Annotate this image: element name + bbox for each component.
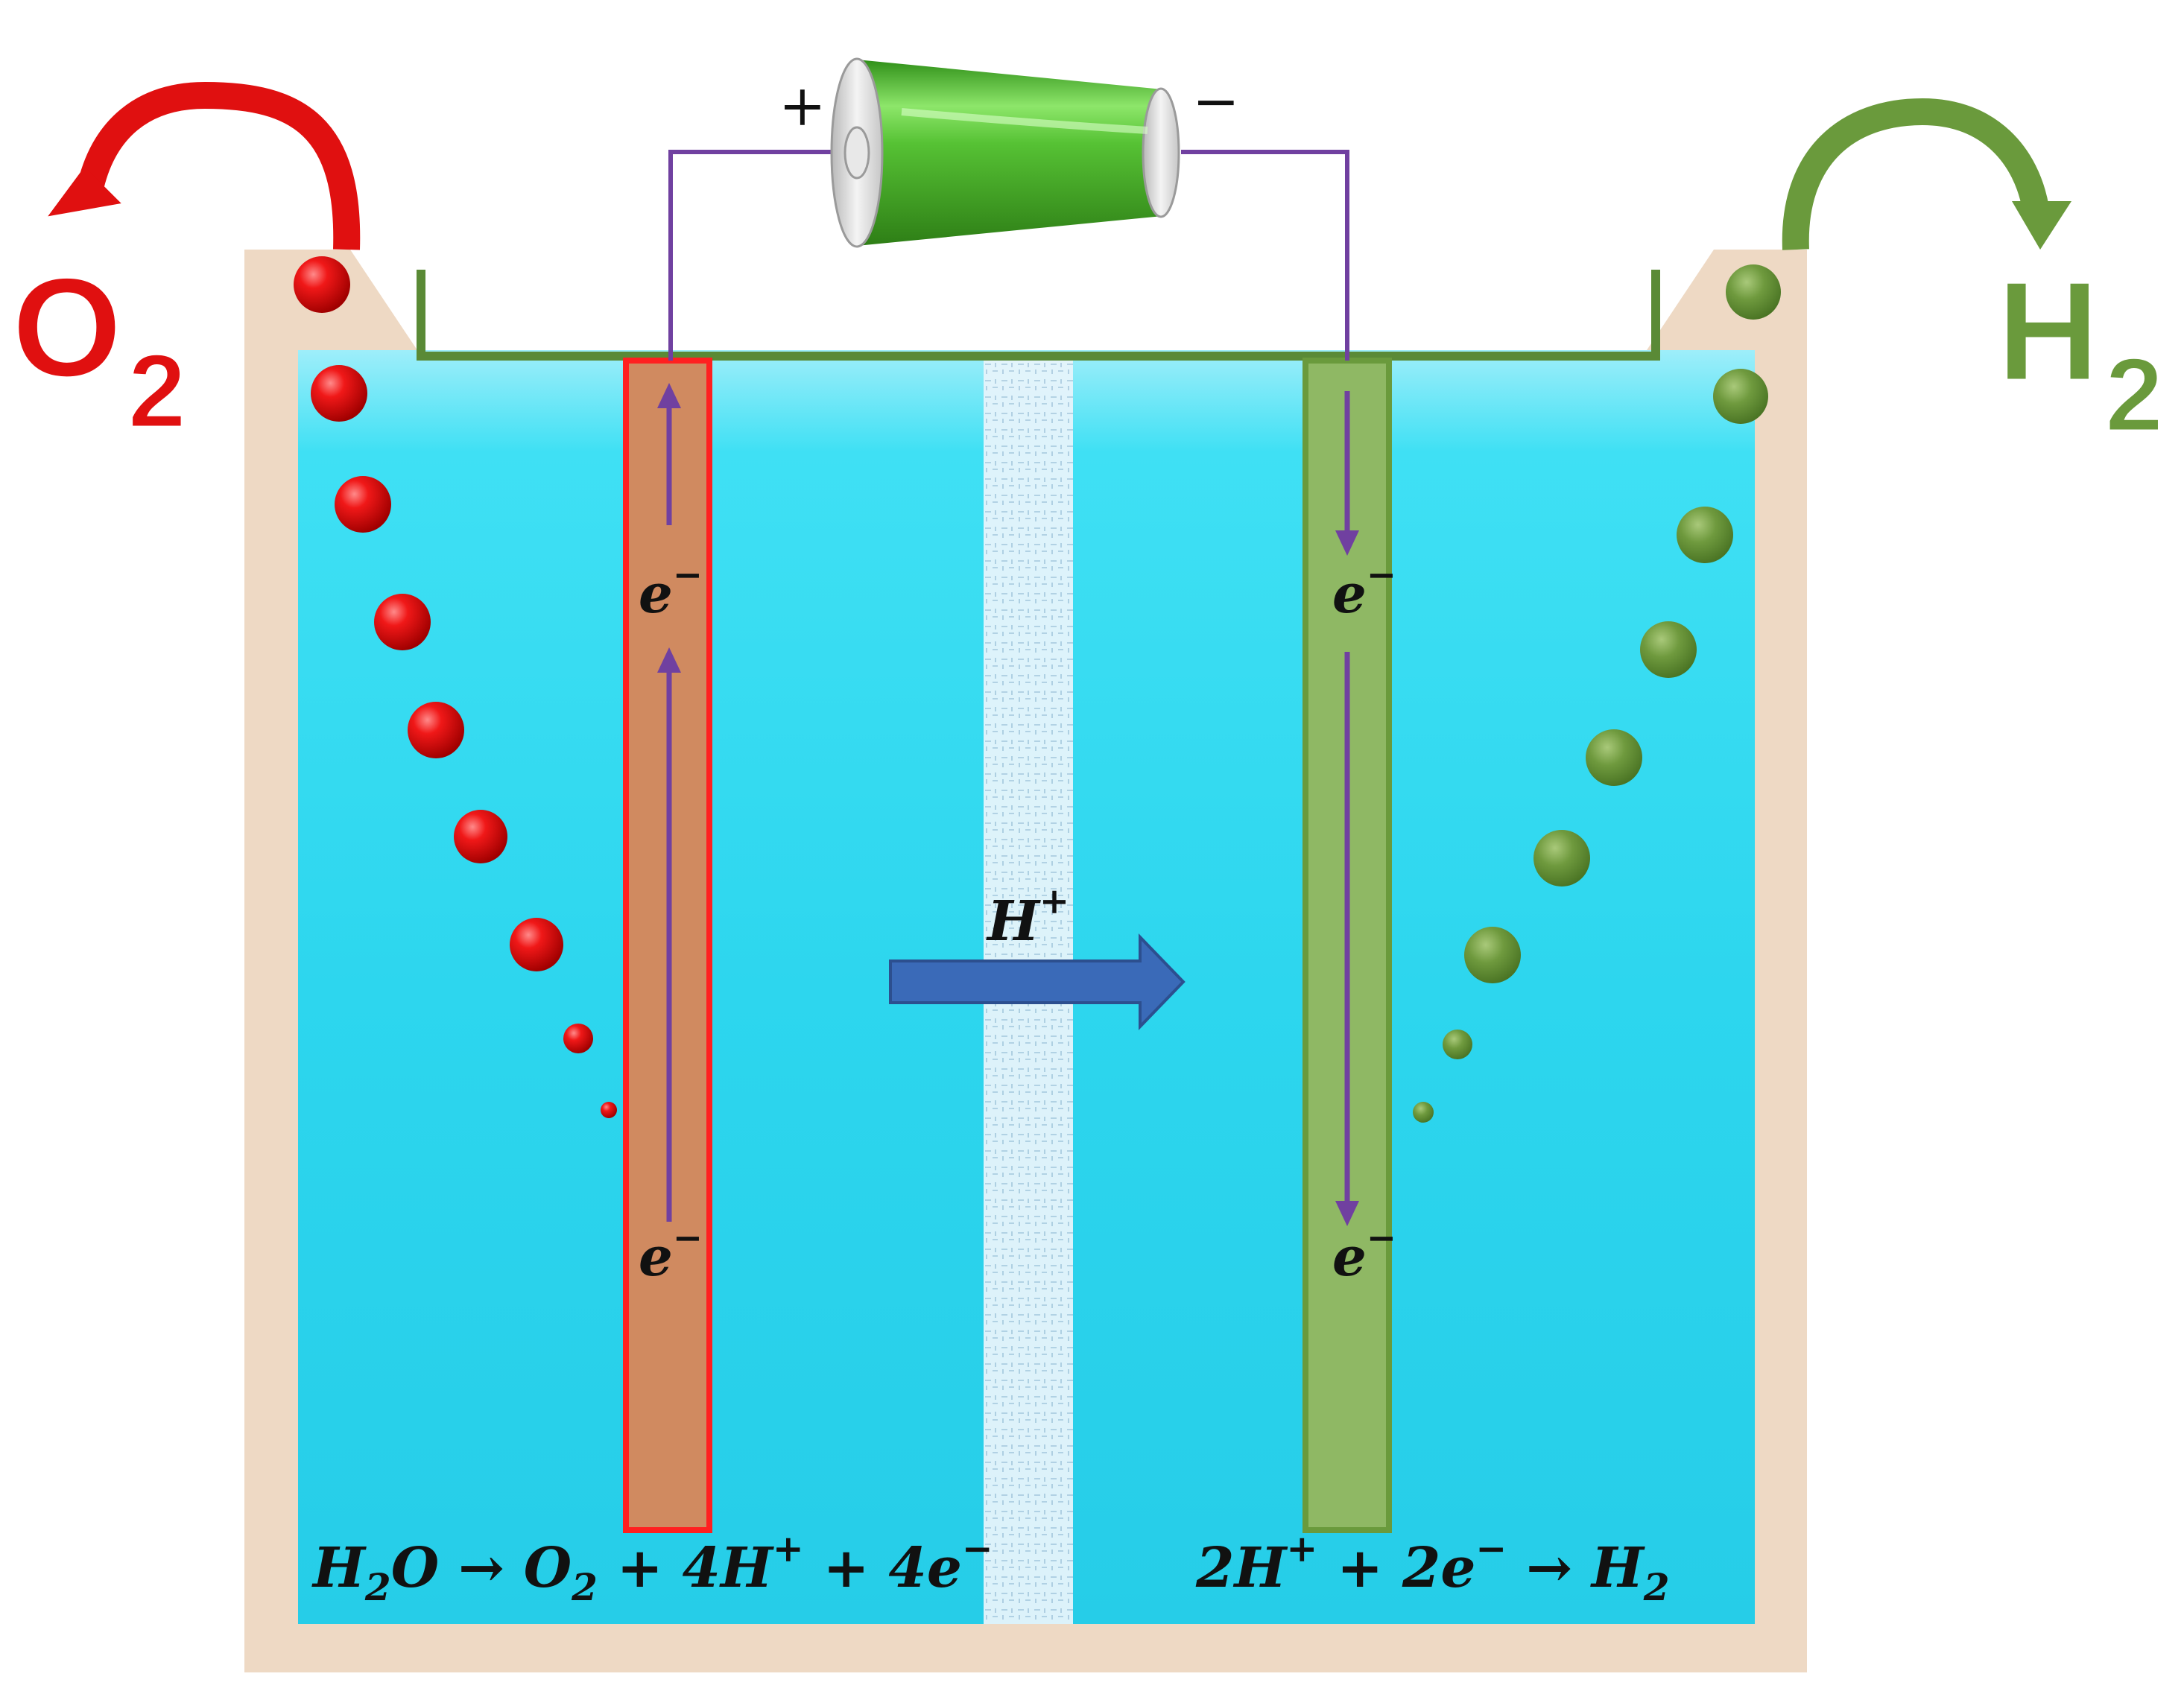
oxygen-bubble [294, 256, 350, 313]
hydrogen-bubble [1726, 264, 1781, 320]
electron-label: e− [1332, 1217, 1396, 1288]
electron-label: e− [639, 554, 703, 625]
oxygen-bubble [563, 1024, 593, 1053]
hydrogen-bubble [1443, 1030, 1472, 1059]
electron-label: e− [1332, 554, 1396, 625]
proton-flow-arrow-icon [889, 933, 1186, 1030]
electron-flow-arrowhead [657, 647, 681, 673]
oxygen-label: O2 [12, 249, 186, 449]
hydrogen-bubble [1640, 621, 1697, 678]
electron-label: e− [639, 1217, 703, 1288]
hydrogen-bubble [1713, 369, 1768, 424]
hydrogen-release-arrow-icon [1782, 98, 2071, 250]
hydrogen-label: H2 [1997, 253, 2163, 453]
oxygen-bubble [601, 1102, 617, 1118]
oxygen-bubble [374, 594, 431, 650]
positive-terminal-label: + [779, 72, 826, 139]
proton-label: H+ [986, 881, 1069, 954]
hydrogen-bubble [1464, 927, 1521, 983]
hydrogen-bubble [1533, 830, 1590, 886]
electrode-holder [417, 270, 1660, 361]
wire-positive [668, 150, 853, 361]
negative-terminal-label: − [1192, 68, 1240, 134]
wire-negative [1181, 150, 1349, 361]
oxygen-bubble [335, 476, 391, 533]
hydrogen-bubble [1586, 729, 1642, 786]
oxygen-bubble [311, 365, 367, 422]
anode-reaction-equation: H2O → O2 + 4H+ + 4e− [311, 1526, 993, 1609]
hydrogen-bubble [1677, 507, 1733, 563]
battery-icon [830, 57, 1180, 248]
hydrogen-bubble [1413, 1102, 1434, 1123]
cathode-reaction-equation: 2H+ + 2e− → H2 [1195, 1526, 1670, 1609]
oxygen-bubble [510, 918, 563, 971]
oxygen-release-arrow-icon [48, 81, 361, 250]
electron-flow-arrowhead [657, 383, 681, 408]
oxygen-bubble [454, 810, 507, 863]
electron-flow-arrowhead [1335, 1201, 1359, 1226]
oxygen-bubble [408, 702, 464, 758]
electron-flow-arrowhead [1335, 530, 1359, 556]
